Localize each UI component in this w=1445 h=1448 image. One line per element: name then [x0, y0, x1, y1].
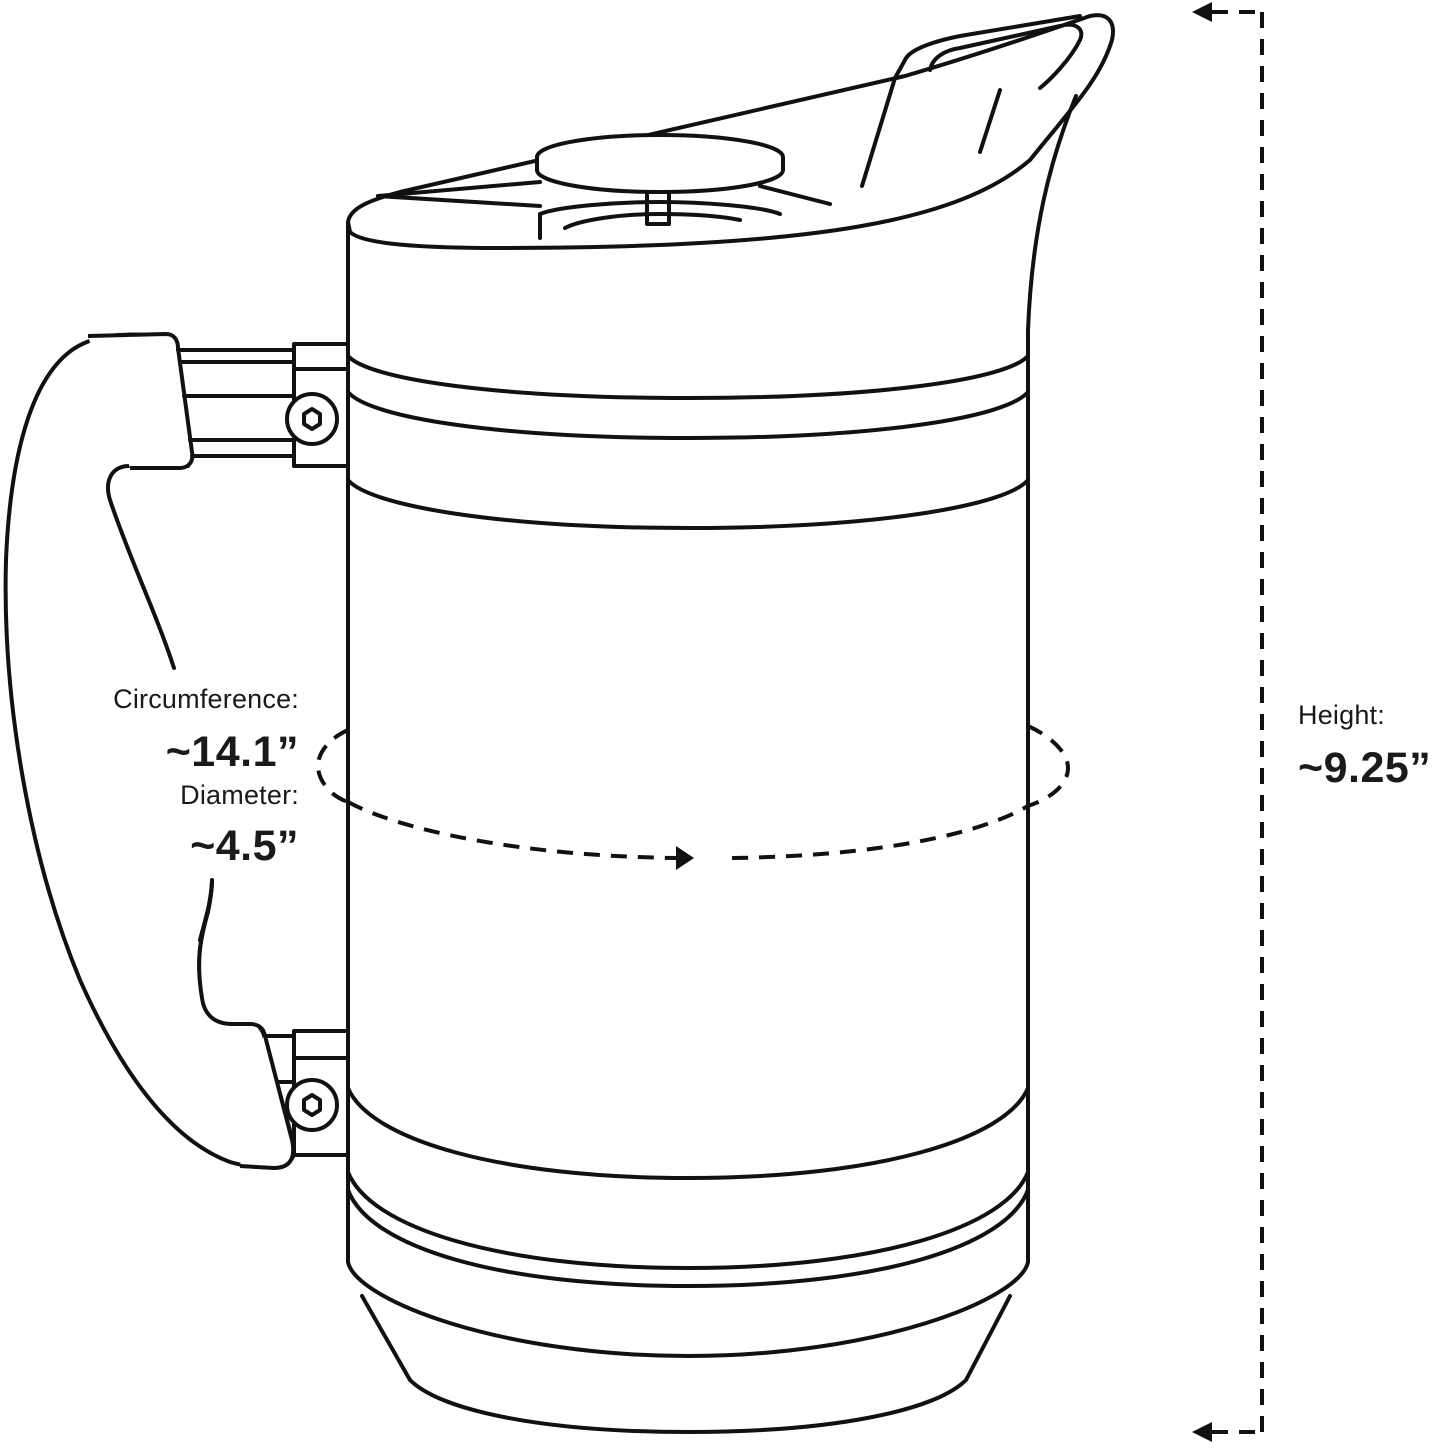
circumference-ellipse-right [1027, 724, 1071, 808]
band-3 [346, 478, 1030, 530]
height-value: ~9.25” [1298, 744, 1432, 792]
upper-bracket [176, 342, 350, 468]
lower-bracket-screw [285, 1078, 339, 1132]
circumference-ellipse-front-right [731, 804, 1030, 860]
plunger-rod [645, 190, 671, 226]
height-label: Height: [1298, 700, 1385, 730]
base-top [346, 1260, 1030, 1358]
body-right-edge [1026, 94, 1078, 1264]
circumference-ellipse-left [315, 728, 349, 804]
base-sides [360, 1294, 1012, 1434]
handle [3, 332, 297, 1170]
diameter-label: Diameter: [180, 780, 299, 810]
band-5 [346, 1170, 1030, 1270]
band-6 [346, 1188, 1030, 1288]
carafe-body [346, 13, 1115, 1434]
hex-socket-icon [302, 407, 322, 431]
height-indicator [1192, 2, 1264, 1442]
hex-socket-icon [302, 1093, 322, 1117]
band-2 [346, 390, 1030, 440]
lower-bracket [197, 879, 350, 1170]
spout-flap [860, 14, 1084, 188]
handle-top-block [87, 332, 195, 470]
upper-bracket-screw [285, 392, 339, 446]
circumference-indicator [315, 724, 1071, 870]
circumference-arrow-icon [676, 846, 694, 870]
diameter-leader-line [198, 878, 214, 942]
circumference-label: Circumference: [113, 684, 299, 714]
circumference-value: ~14.1” [165, 728, 299, 776]
plunger-knob-side [535, 157, 785, 194]
band-4 [346, 1086, 1030, 1180]
circumference-ellipse-front-left [347, 800, 677, 860]
diameter-value: ~4.5” [190, 822, 299, 870]
height-bottom-arrow-icon [1192, 1422, 1212, 1442]
height-top-arrow-icon [1192, 2, 1212, 22]
handle-inner-upper [106, 464, 190, 670]
band-1 [346, 354, 1030, 400]
lid-rim [346, 13, 1115, 250]
